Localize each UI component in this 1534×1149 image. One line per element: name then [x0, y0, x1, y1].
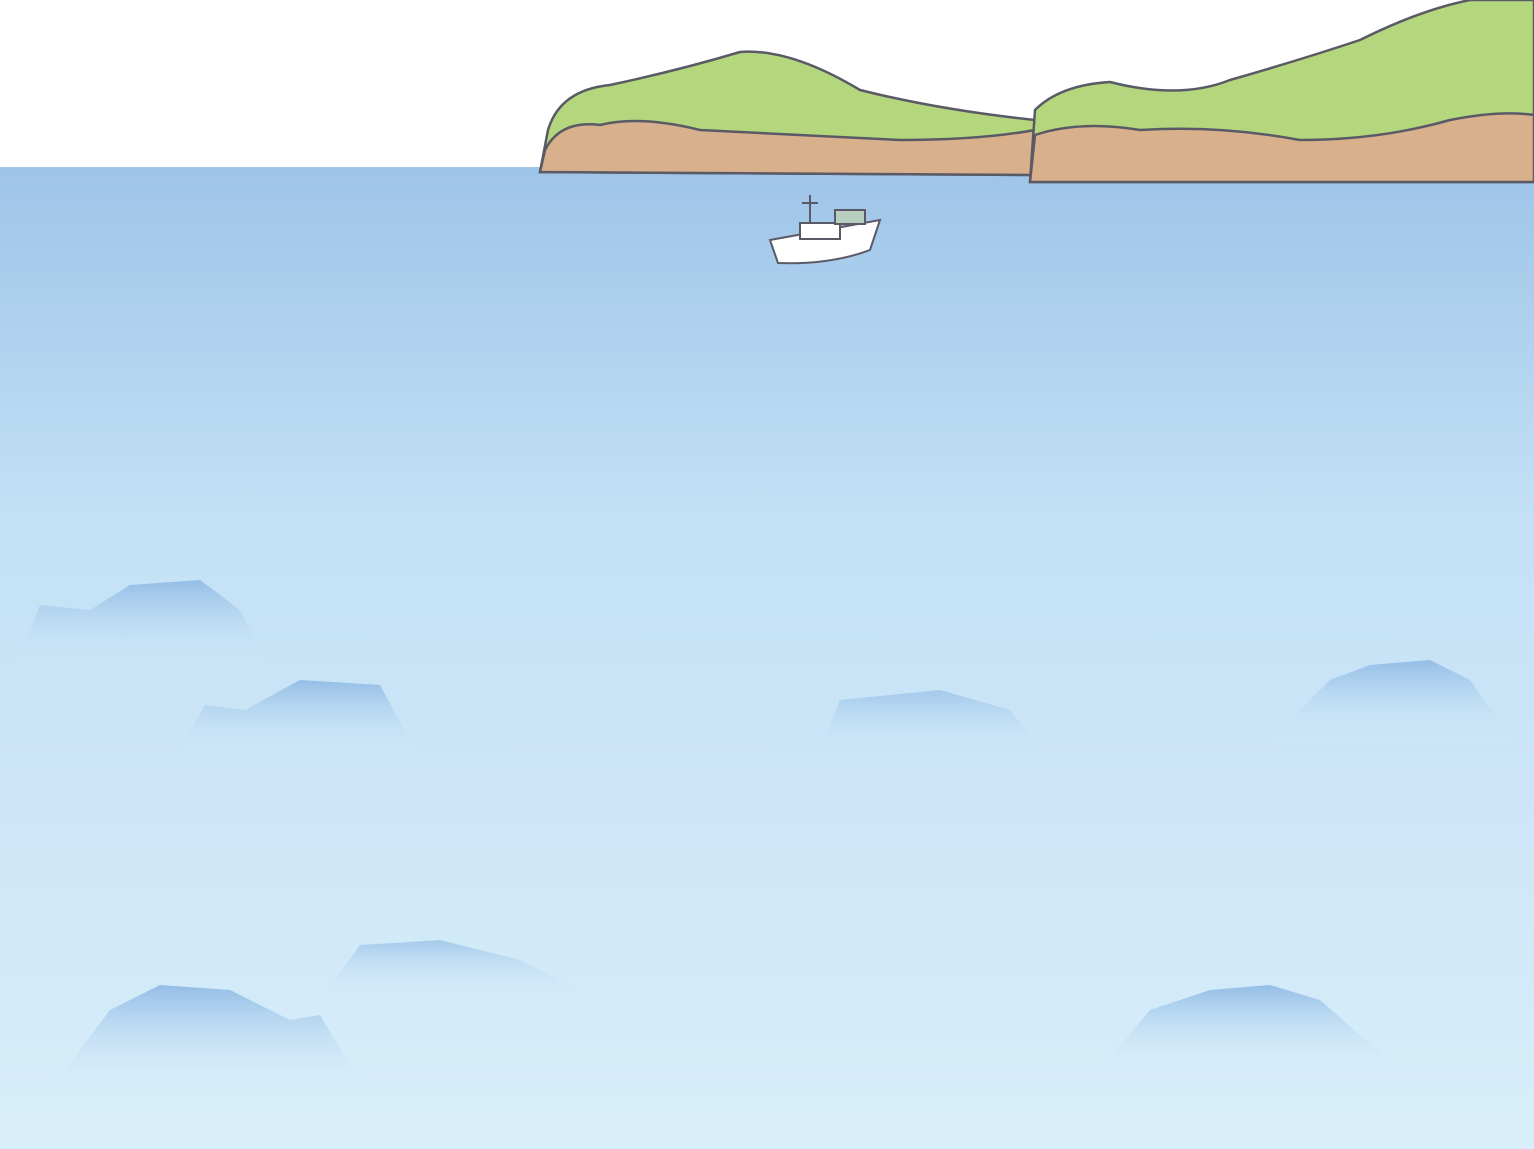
boat: [768, 195, 882, 265]
seabed-rocks: [15, 580, 1515, 1090]
island-right: [1028, 0, 1534, 184]
island-left: [538, 50, 1037, 177]
